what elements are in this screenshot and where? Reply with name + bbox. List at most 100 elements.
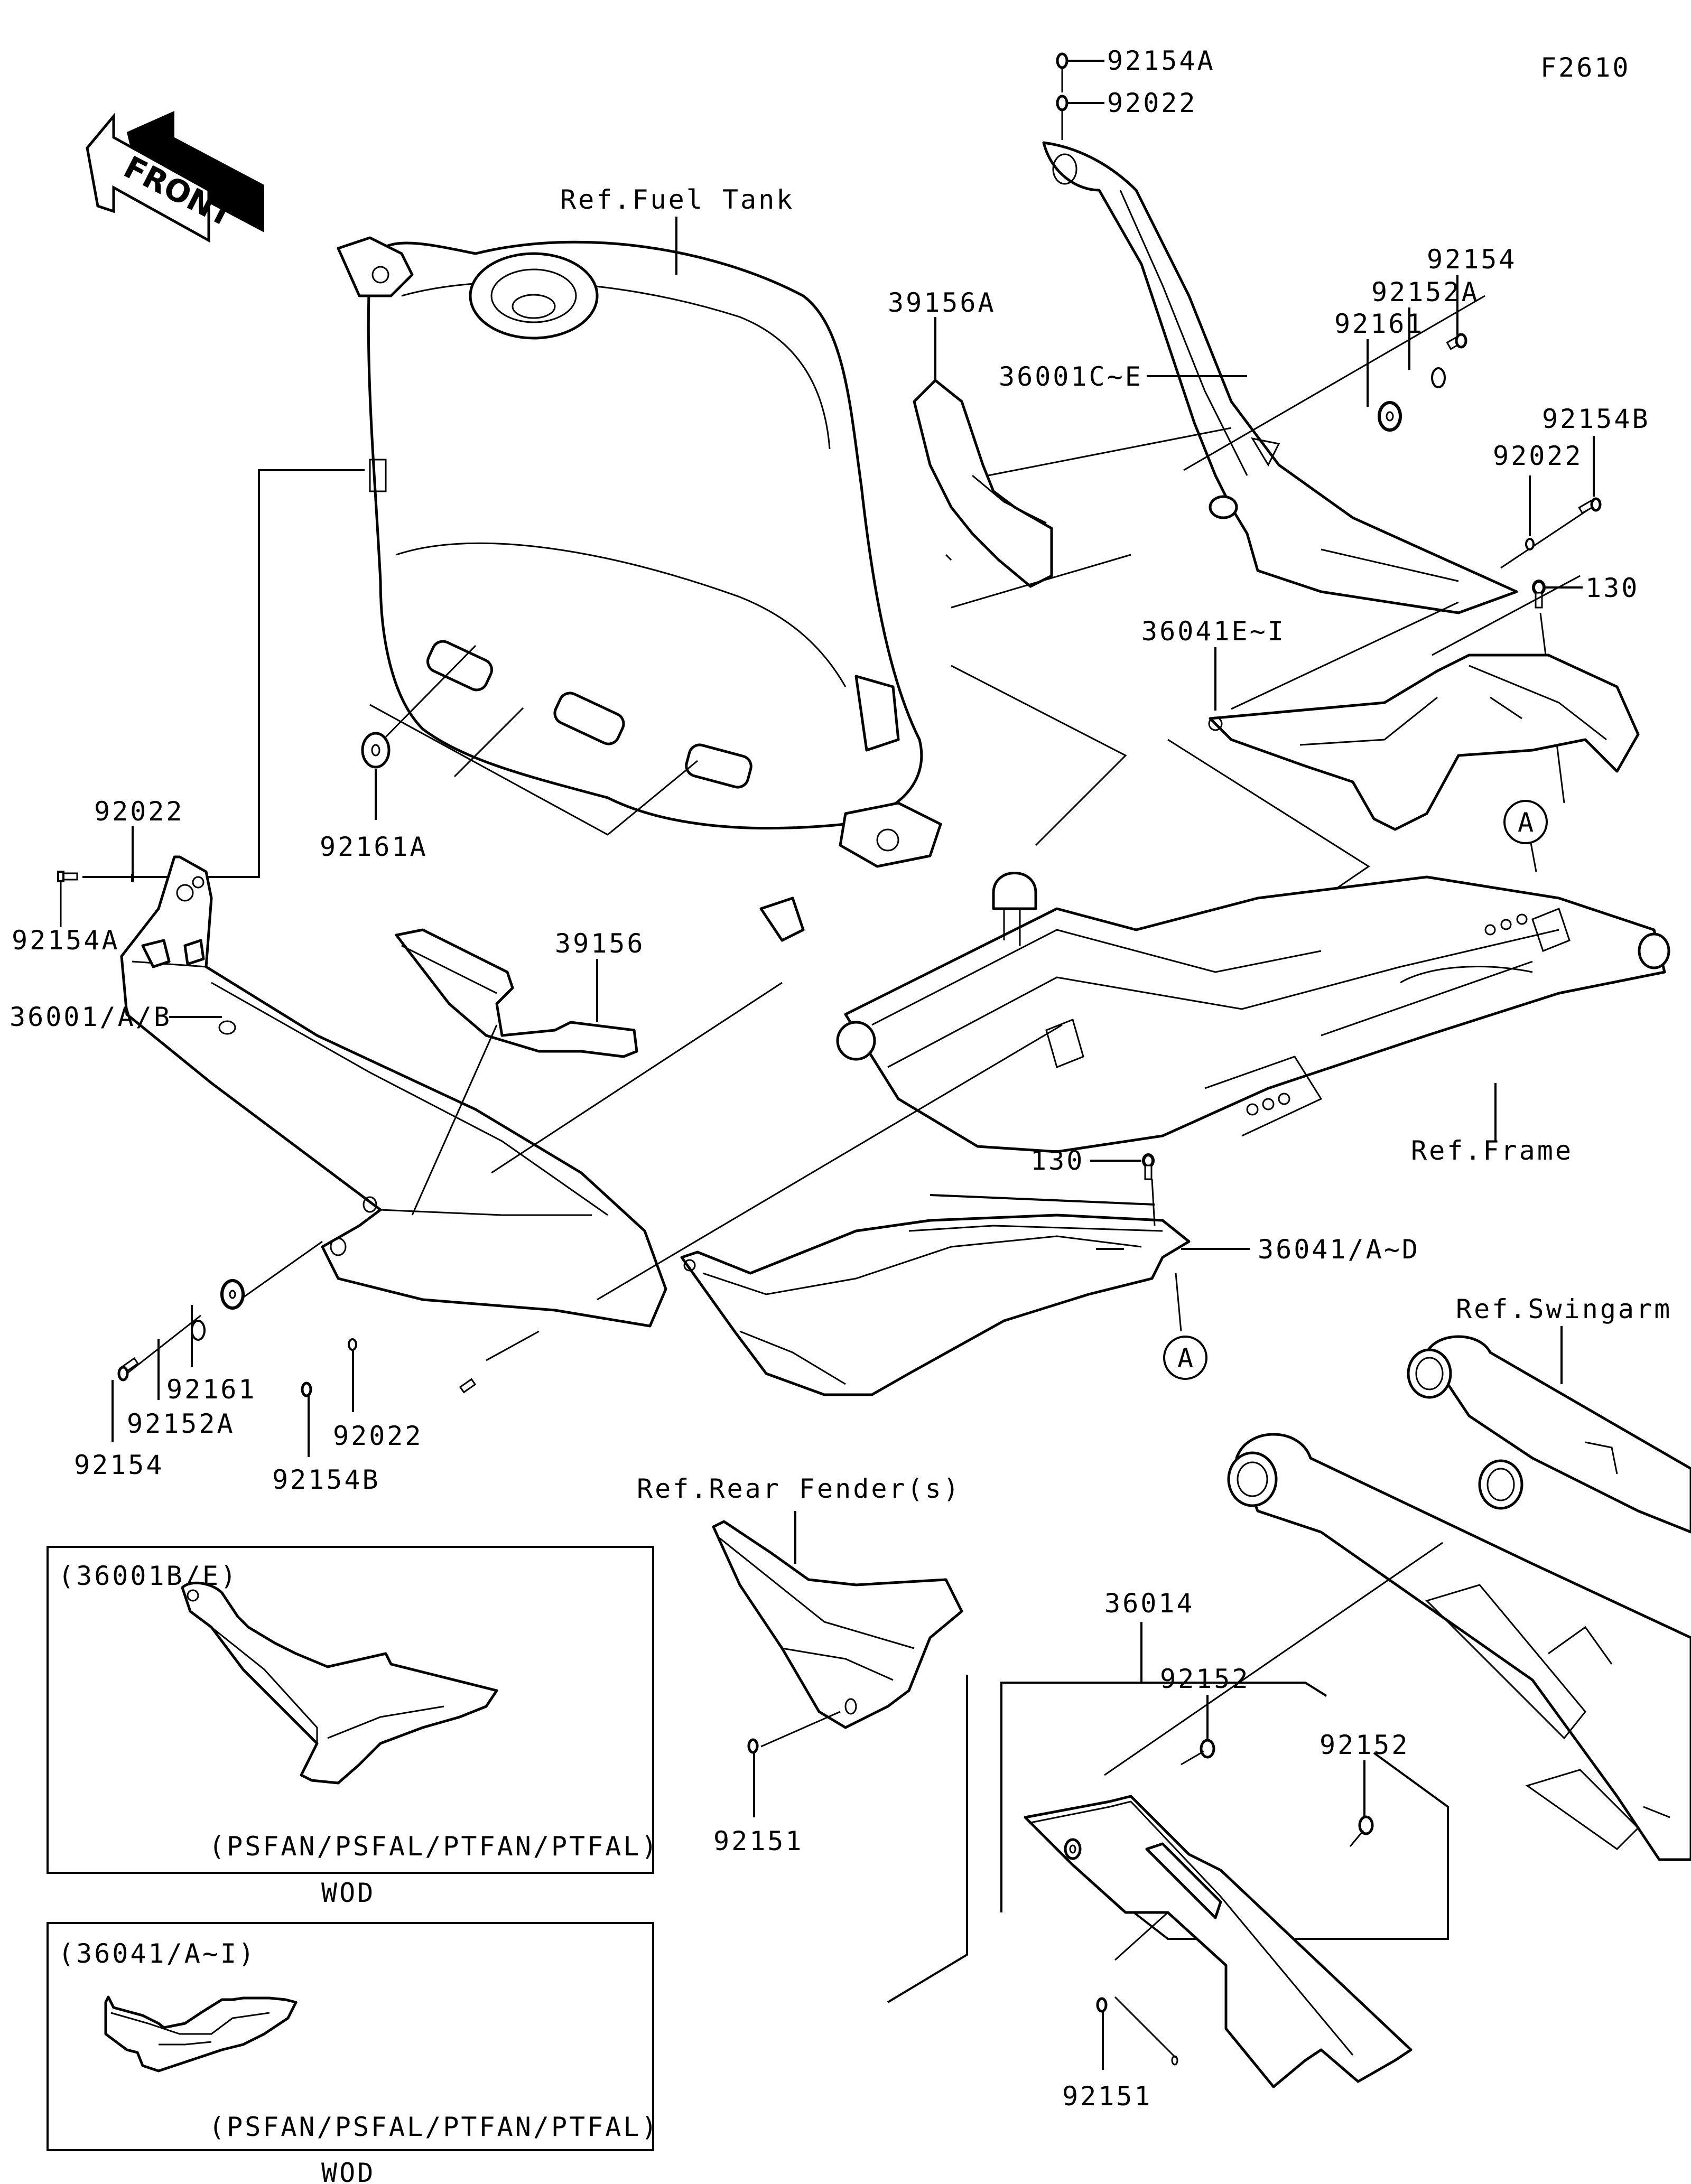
bolt-92154-bottom-icon bbox=[117, 1357, 139, 1382]
label-92161A: 92161A bbox=[320, 832, 428, 862]
pad-39156-drawing bbox=[395, 928, 638, 1058]
leader-cover-link-a bbox=[1231, 601, 1459, 710]
label-92152-a: 92152 bbox=[1160, 1664, 1250, 1694]
leader-left-lower-axis-2 bbox=[232, 1240, 323, 1306]
bolt-92154B-right-icon bbox=[1578, 497, 1602, 515]
side-cover-36041E-I-drawing bbox=[1208, 654, 1640, 831]
label-92152-b: 92152 bbox=[1320, 1730, 1410, 1760]
label-92154A-left: 92154A bbox=[12, 925, 120, 956]
label-92154-right: 92154 bbox=[1427, 244, 1517, 275]
leader-92151-left-axis bbox=[760, 1711, 841, 1748]
leader-left-bracket bbox=[206, 469, 365, 878]
collar-92152A-bottom-icon bbox=[191, 1320, 206, 1341]
leader-callout-a-upper bbox=[1530, 843, 1537, 872]
leader-92152a-axis bbox=[1104, 1542, 1443, 1776]
side-cover-36001-A-B-drawing bbox=[120, 855, 667, 1328]
front-arrow-icon: FRONT bbox=[86, 111, 264, 243]
callout-a-upper: A bbox=[1503, 800, 1548, 844]
washer-92022-bottom-icon bbox=[348, 1338, 357, 1351]
variant-box-36001B-E: (36001B/E) bbox=[47, 1546, 659, 1874]
variant-2-models: (PSFAN/PSFAL/PTFAN/PTFAL) bbox=[209, 2112, 659, 2142]
variant-2-part-ref: (36041/A~I) bbox=[58, 1938, 256, 1969]
fuel-tank-drawing bbox=[337, 236, 942, 868]
leader-92152-b-stub bbox=[1349, 1830, 1364, 1847]
label-92154B-right: 92154B bbox=[1542, 404, 1650, 434]
grommet-92161-bottom-icon bbox=[220, 1279, 245, 1310]
grommet-92161-right-icon bbox=[1378, 401, 1402, 432]
callout-a-lower: A bbox=[1163, 1336, 1207, 1380]
bolt-92151-left-icon bbox=[747, 1738, 759, 1754]
grommet-92161A-icon bbox=[361, 732, 391, 769]
label-92022-right: 92022 bbox=[1493, 441, 1583, 471]
variant-1-cover-drawing bbox=[181, 1581, 498, 1785]
leader-left-lower-axis bbox=[126, 1314, 201, 1375]
leader-92151-bottom-axis-2 bbox=[1114, 1996, 1177, 2059]
label-39156: 39156 bbox=[555, 928, 645, 959]
leader-36014-outer bbox=[887, 1675, 968, 2003]
label-36014: 36014 bbox=[1104, 1588, 1195, 1619]
leader-bottom-right-axis bbox=[486, 1330, 540, 1361]
label-130-right: 130 bbox=[1585, 573, 1639, 603]
screw-130-right-icon bbox=[1532, 580, 1546, 609]
label-92161-bottom: 92161 bbox=[166, 1374, 257, 1405]
leader-zig-1 bbox=[951, 554, 1131, 609]
label-92022-left: 92022 bbox=[94, 796, 184, 827]
bolt-92154B-bottom-icon bbox=[301, 1378, 477, 1397]
leader-callout-a-lower bbox=[1175, 1273, 1182, 1332]
rear-fender-drawing bbox=[712, 1520, 963, 1729]
bolt-92154-right-icon bbox=[1446, 333, 1467, 350]
frame-drawing bbox=[759, 872, 1670, 1153]
callout-a-upper-label: A bbox=[1518, 807, 1536, 838]
side-cover-36001C-E-drawing bbox=[1042, 141, 1518, 614]
callout-a-lower-label: A bbox=[1177, 1343, 1195, 1374]
ref-fuel-tank-label: Ref.Fuel Tank bbox=[560, 184, 794, 215]
variant-2-cover-drawing bbox=[104, 1995, 298, 2073]
label-92154-bottom: 92154 bbox=[74, 1450, 164, 1480]
label-92151-left: 92151 bbox=[713, 1826, 804, 1856]
screw-130-mid-icon bbox=[1142, 1153, 1155, 1180]
label-92151-bottom: 92151 bbox=[1062, 2081, 1153, 2112]
ref-swingarm-label: Ref.Swingarm bbox=[1456, 1294, 1672, 1324]
leader-pad-stub bbox=[945, 554, 952, 561]
label-36001C-E: 36001C~E bbox=[999, 361, 1143, 392]
nut-92152-b-icon bbox=[1358, 1815, 1374, 1835]
figure-code: F2610 bbox=[1540, 52, 1631, 83]
label-36041E-I: 36041E~I bbox=[1141, 616, 1286, 647]
label-36001-A-B: 36001/A/B bbox=[10, 1002, 172, 1032]
leader-36041-group-top bbox=[930, 1194, 1155, 1206]
variant-1-models: (PSFAN/PSFAL/PTFAN/PTFAL) bbox=[209, 1831, 659, 1862]
side-cover-36041-A-D-drawing bbox=[680, 1214, 1191, 1396]
leader-92151-bottom-axis bbox=[1114, 1911, 1169, 1961]
variant-2-caption: WOD bbox=[321, 2158, 375, 2184]
chain-guard-36014-drawing bbox=[1024, 1795, 1413, 2088]
label-92161-right: 92161 bbox=[1334, 309, 1425, 339]
label-92154A-top: 92154A bbox=[1107, 45, 1215, 76]
leader-36014-bracket bbox=[1000, 1682, 1327, 1912]
leader-cover-link-b bbox=[1432, 575, 1581, 656]
washer-92022-left-icon bbox=[131, 874, 134, 882]
leader-39156-a bbox=[411, 1024, 498, 1216]
label-36041-A-D: 36041/A~D bbox=[1258, 1234, 1420, 1265]
variant-box-36041-A-I: (36041/A~I) (PSFAN/PSFAL/PTFAN/PTFAL) bbox=[47, 1922, 659, 2151]
variant-1-caption: WOD bbox=[321, 1878, 375, 1908]
label-92152A-right: 92152A bbox=[1371, 277, 1480, 307]
leader-130-mid-down bbox=[1151, 1179, 1156, 1226]
label-92154B-bottom: 92154B bbox=[272, 1464, 380, 1495]
label-92022-bottom: 92022 bbox=[333, 1421, 423, 1451]
bolt-92154A-left-icon bbox=[57, 871, 78, 882]
bolt-92154A-top-icon bbox=[1056, 52, 1069, 69]
leader-pad-link bbox=[988, 427, 1232, 477]
leader-92152-a-stub bbox=[1181, 1750, 1204, 1766]
leader-right-lower-axis bbox=[1500, 503, 1596, 569]
leader-zig-2 bbox=[951, 665, 1127, 846]
pad-39156A-drawing bbox=[913, 379, 1053, 588]
swingarm-drawing bbox=[1227, 1335, 1691, 1861]
bolt-92151-bottom-icon bbox=[1096, 1997, 1108, 2013]
label-92022-top: 92022 bbox=[1107, 88, 1197, 118]
collar-92152A-right-icon bbox=[1431, 367, 1446, 388]
leader-92161A-c bbox=[453, 707, 524, 778]
ref-rear-fender-label: Ref.Rear Fender(s) bbox=[637, 1473, 961, 1504]
label-92152A-bottom: 92152A bbox=[127, 1408, 235, 1439]
label-39156A: 39156A bbox=[888, 287, 996, 318]
